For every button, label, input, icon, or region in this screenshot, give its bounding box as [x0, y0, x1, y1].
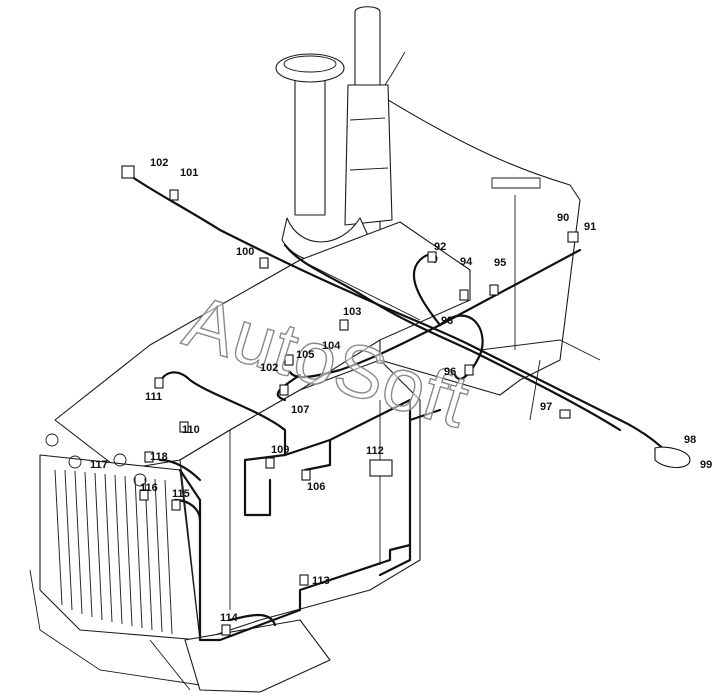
callout-109: 109 — [271, 444, 290, 456]
callout-102: 102 — [150, 157, 169, 169]
callout-116: 116 — [140, 482, 158, 494]
callout-115: 115 — [172, 488, 190, 500]
callout-99: 99 — [700, 459, 713, 471]
front-grille — [39, 454, 201, 641]
cab-body — [379, 94, 581, 396]
air-intake — [354, 6, 381, 86]
callout-114: 114 — [220, 612, 238, 624]
callout-94: 94 — [460, 256, 473, 268]
callout-101: 101 — [180, 167, 199, 179]
callout-112: 112 — [366, 445, 384, 457]
callout-117: 117 — [90, 459, 108, 471]
callout-98: 98 — [684, 434, 697, 446]
callout-118: 118 — [150, 451, 168, 463]
callout-92: 92 — [434, 241, 447, 253]
callout-107: 107 — [291, 404, 310, 416]
callout-97: 97 — [540, 401, 553, 413]
rear-light-connector — [654, 446, 691, 469]
connector-102a — [121, 165, 135, 179]
grille-bars — [54, 469, 173, 635]
callout-105: 105 — [296, 349, 315, 361]
main-harness — [123, 170, 672, 457]
callout-103: 103 — [343, 306, 362, 318]
callout-110: 110 — [182, 424, 200, 436]
junction-block-112 — [369, 459, 393, 477]
exhaust-pipe — [294, 79, 326, 216]
callout-113: 113 — [312, 575, 330, 587]
callout-95: 95 — [494, 257, 507, 269]
callout-91: 91 — [584, 221, 597, 233]
callout-96: 96 — [444, 366, 457, 378]
callout-102-engine: 102 — [260, 362, 279, 374]
callout-93: 93 — [441, 315, 454, 327]
callout-106: 106 — [307, 481, 326, 493]
callout-111: 111 — [145, 391, 163, 403]
callout-104: 104 — [322, 340, 341, 352]
callout-90: 90 — [557, 212, 570, 224]
callout-100: 100 — [236, 246, 255, 258]
